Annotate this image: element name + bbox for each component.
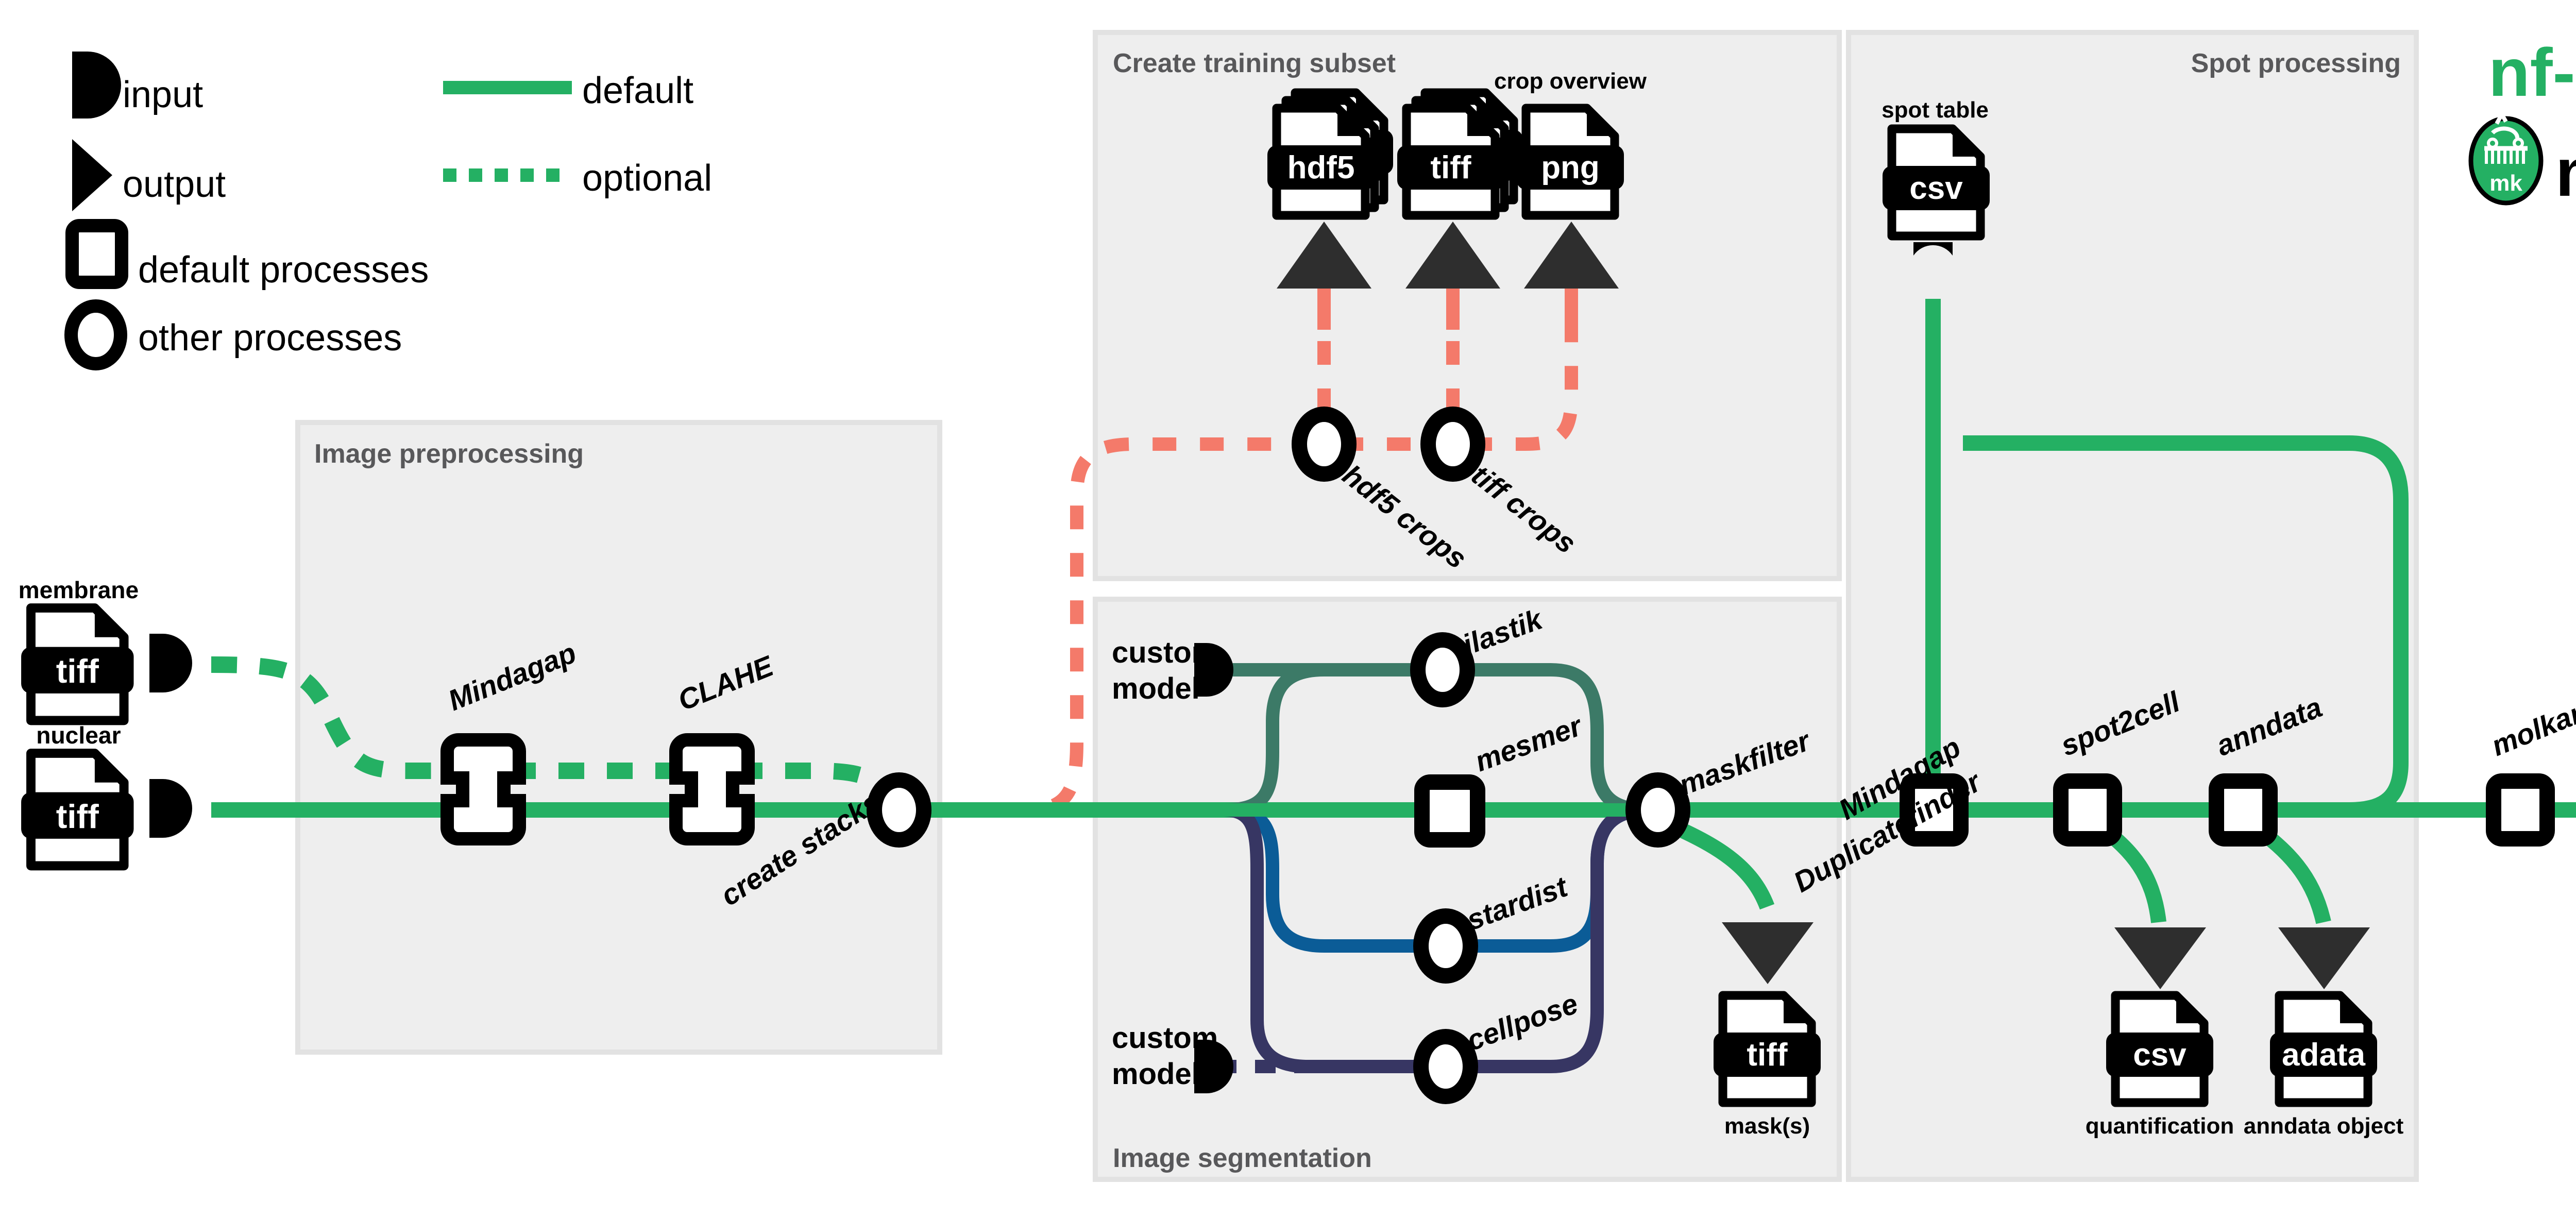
output-arrow-quantification (2114, 927, 2206, 989)
file-format-label: csv (2133, 1037, 2187, 1073)
file-format-label: tiff (1430, 150, 1471, 185)
svg-text:nf-core/: nf-core/ (2488, 35, 2576, 110)
legend-label-default-processes: default processes (138, 249, 429, 291)
input-file-nuclear: nuclear tiff (21, 722, 133, 866)
panel-title-preprocessing: Image preprocessing (314, 439, 584, 469)
process-node-hdf5-crops[interactable] (1292, 407, 1357, 482)
file-format-label: hdf5 (1287, 150, 1355, 185)
legend-label-default-line: default (582, 70, 693, 111)
mk-badge-icon: mk (2468, 110, 2544, 206)
legend-label-optional-line: optional (582, 158, 712, 199)
input-connector-membrane (149, 634, 192, 692)
logo-org: core/ (2575, 35, 2576, 110)
output-triangle-icon (72, 139, 112, 211)
legend-label-output: output (123, 164, 226, 205)
process-node-mesmer[interactable] (1414, 774, 1485, 848)
output-file-tiff-crops: tiff (1397, 93, 1523, 215)
process-node-maskfilter[interactable] (1625, 772, 1690, 848)
output-arrow-hdf5 (1277, 222, 1371, 289)
file-format-label: tiff (1747, 1037, 1788, 1073)
output-arrows (1277, 222, 2370, 989)
legend-label-other-processes: other processes (138, 317, 402, 359)
process-node-mindagap-duplicatefinder[interactable] (1900, 773, 1969, 847)
process-node-spot2cell[interactable] (2053, 773, 2122, 847)
process-node-molkartqc[interactable] (2486, 773, 2555, 847)
file-format-label: adata (2282, 1037, 2365, 1073)
process-node-tiff-crops[interactable] (1420, 407, 1485, 482)
file-format-label: tiff (56, 798, 99, 835)
square-node-icon (65, 219, 128, 289)
output-file-png: crop overview png (1494, 69, 1647, 215)
input-connector-custom-model-1 (1194, 643, 1233, 697)
output-file-masks: tiff mask(s) (1714, 995, 1821, 1139)
output-arrow-tiff (1405, 222, 1500, 289)
file-format-label: csv (1909, 171, 1963, 206)
output-file-anndata: adata anndata object (2244, 995, 2404, 1139)
file-caption: anndata object (2244, 1113, 2404, 1139)
output-arrow-anndata (2278, 927, 2370, 989)
output-file-quantification: csv quantification (2086, 995, 2234, 1139)
edge-crop-arrows (1317, 289, 1578, 330)
file-caption: nuclear (36, 722, 121, 749)
process-node-create-stacks[interactable] (867, 772, 931, 848)
nf-core-logo: nf-core/ mk molkart (2468, 35, 2576, 210)
edge-maskfilter-output (1666, 817, 1775, 910)
logo-prefix: nf- (2488, 35, 2575, 110)
output-arrow-masks (1722, 922, 1814, 984)
file-caption: membrane (19, 577, 139, 603)
file-caption: crop overview (1494, 69, 1647, 94)
file-format-label: png (1541, 150, 1600, 185)
process-node-cellpose[interactable] (1413, 1029, 1478, 1104)
input-shape-icon (72, 52, 121, 119)
input-connector-custom-model-2 (1194, 1040, 1233, 1093)
output-arrow-png (1524, 222, 1619, 289)
circle-node-icon (64, 299, 127, 370)
process-label-molkartqc: molkartqc (2487, 680, 2576, 762)
file-format-label: tiff (56, 652, 99, 690)
process-node-ilastik[interactable] (1410, 632, 1475, 707)
edge-spottable (1925, 299, 2409, 818)
input-connector-nuclear (149, 779, 192, 838)
mk-badge-label: mk (2489, 171, 2522, 196)
panel-preprocessing: Image preprocessing (295, 420, 942, 1055)
file-caption: quantification (2086, 1113, 2234, 1139)
file-caption: mask(s) (1724, 1113, 1810, 1139)
logo-pipeline-name: molkart (2555, 134, 2576, 210)
output-file-hdf5: hdf5 (1267, 93, 1393, 215)
input-file-membrane: membrane tiff (19, 577, 139, 720)
input-file-spot-table: spot table csv (1882, 97, 1990, 236)
input-connector-spot-table (1913, 242, 1953, 256)
panel-spot-processing: Spot processing (1846, 30, 2419, 1182)
process-node-anndata[interactable] (2209, 773, 2278, 847)
process-node-stardist[interactable] (1413, 908, 1478, 984)
panel-title-spot-processing: Spot processing (2191, 48, 2401, 78)
process-node-mindagap[interactable] (440, 733, 526, 845)
legend-label-input: input (123, 74, 203, 115)
process-node-clahe[interactable] (669, 733, 755, 845)
panel-title-training-subset: Create training subset (1113, 48, 1396, 78)
legend: input output default processes other pro… (64, 52, 712, 370)
panel-title-segmentation: Image segmentation (1113, 1143, 1372, 1173)
file-caption: spot table (1882, 97, 1989, 123)
